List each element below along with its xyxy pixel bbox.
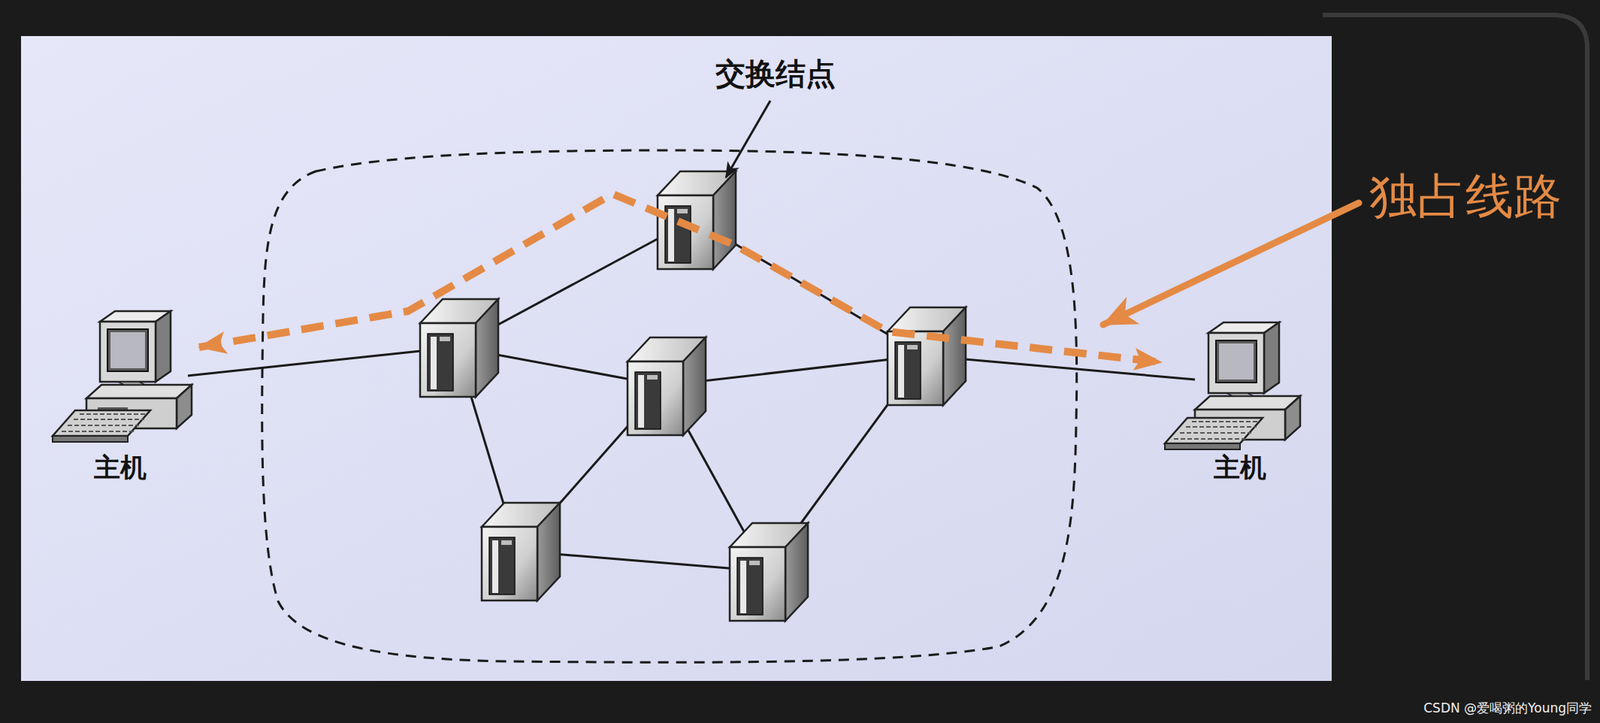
callout-label: 独占线路	[1369, 163, 1562, 230]
host-node: 主机	[1161, 308, 1319, 489]
host-label: 主机	[93, 450, 147, 486]
region-label: 交换结点	[715, 53, 836, 95]
dedicated-path	[199, 193, 1162, 363]
host-node: 主机	[41, 300, 200, 489]
host-label: 主机	[1213, 450, 1267, 486]
watermark: CSDN @爱喝粥的Young同学	[1423, 699, 1592, 717]
